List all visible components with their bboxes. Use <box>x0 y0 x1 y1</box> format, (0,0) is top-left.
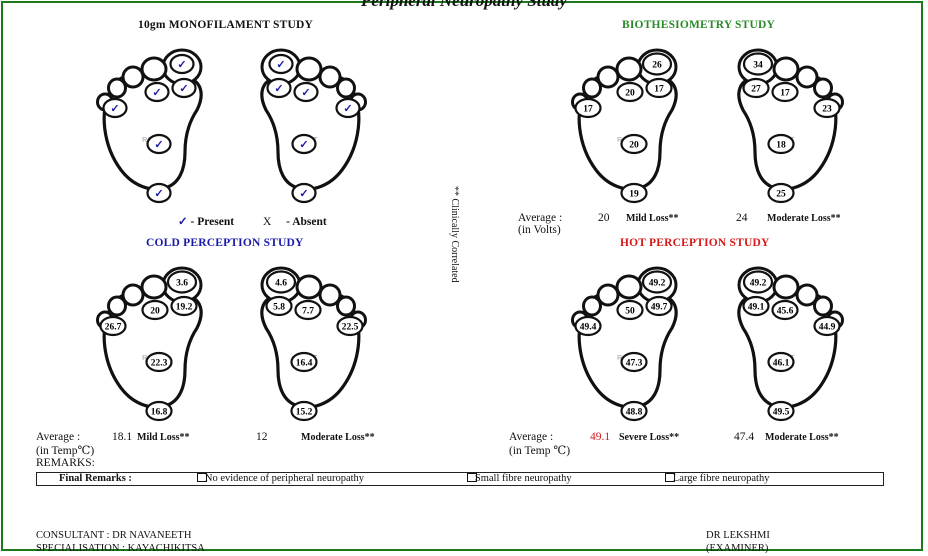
cold-left-status: Moderate Loss** <box>301 432 375 443</box>
cold-unit: (in Temp℃) <box>36 443 94 457</box>
toe-outline <box>617 58 641 80</box>
hot-right-heel-value: 48.8 <box>626 408 643 418</box>
cold-right-mid-value: 22.3 <box>151 359 168 369</box>
check-icon: ✓ <box>177 59 186 71</box>
toe-outline <box>142 276 166 298</box>
toe-outline <box>297 58 321 80</box>
bio-left-status: Moderate Loss** <box>767 213 841 224</box>
hot-right-status: Severe Loss** <box>619 432 679 443</box>
hot-left-mid-value: 46.1 <box>773 359 790 369</box>
cold-right-meta-outer-value: 26.7 <box>105 323 122 333</box>
toe-outline <box>109 79 126 97</box>
bio-left-meta-outer-value: 23 <box>822 105 832 115</box>
cold-left-average: 12 <box>256 431 268 443</box>
check-icon: ✓ <box>178 216 188 228</box>
remarks-label: REMARKS: <box>36 457 95 469</box>
hot-right-mid-value: 47.3 <box>626 359 643 369</box>
check-icon: ✓ <box>110 103 119 115</box>
toe-outline <box>815 297 832 315</box>
hot-left-meta-mid-value: 45.6 <box>777 307 794 317</box>
check-icon: ✓ <box>301 87 310 99</box>
absent-legend-label: - Absent <box>286 216 327 228</box>
toe-outline <box>774 58 798 80</box>
cold-right-big-toe-value: 3.6 <box>176 279 188 289</box>
bio-right-big-toe-value: 26 <box>652 61 662 71</box>
hot-right-meta-mid-value: 50 <box>625 307 635 317</box>
absent-symbol: X <box>263 216 271 228</box>
remark-option-no-evidence[interactable]: No evidence of peripheral neuropathy <box>197 473 205 484</box>
bio-right-average: 20 <box>598 212 610 224</box>
bio-right-status: Mild Loss** <box>626 213 679 224</box>
bio-left-meta-mid-value: 17 <box>780 89 790 99</box>
toe-outline <box>297 276 321 298</box>
hot-left-heel-value: 49.5 <box>773 408 790 418</box>
hot-right-toe2-value: 49.7 <box>651 303 668 313</box>
bio-right-heel-value: 19 <box>629 190 639 200</box>
check-icon: ✓ <box>276 59 285 71</box>
hot-right-meta-outer-value: 49.4 <box>580 323 597 333</box>
cold-average-label: Average : <box>36 431 80 443</box>
hot-left-status: Moderate Loss** <box>765 432 839 443</box>
check-icon: ✓ <box>179 83 188 95</box>
hot-left-average: 47.4 <box>734 431 754 443</box>
cold-right-heel-value: 16.8 <box>151 408 168 418</box>
toe-outline <box>142 58 166 80</box>
clinically-correlated-note: ** Clinically Correlated <box>449 186 460 283</box>
bio-left-toe2-value: 27 <box>751 85 761 95</box>
hot-left-big-toe-value: 49.2 <box>750 279 767 289</box>
remark-option-small-fibre[interactable]: Small fibre neuropathy <box>467 473 475 484</box>
bio-left-big-toe-value: 34 <box>753 61 763 71</box>
hot-average-label: Average : <box>509 431 553 443</box>
cold-left-meta-mid-value: 7.7 <box>302 307 314 317</box>
cold-left-toe2-value: 5.8 <box>273 303 285 313</box>
check-icon: ✓ <box>274 83 283 95</box>
toe-outline <box>774 276 798 298</box>
bio-right-toe2-value: 17 <box>654 85 664 95</box>
consultant-line: CONSULTANT : DR NAVANEETH <box>36 530 191 541</box>
hot-right-average: 49.1 <box>590 431 610 443</box>
bio-left-mid-value: 18 <box>776 141 786 151</box>
bio-right-mid-value: 20 <box>629 141 639 151</box>
monofilament-legend: ✓ - Present X - Absent <box>178 214 327 228</box>
cold-right-status: Mild Loss** <box>137 432 190 443</box>
hot-unit: (in Temp ℃) <box>509 443 570 457</box>
toe-outline <box>338 79 355 97</box>
check-icon: ✓ <box>343 103 352 115</box>
toe-outline <box>815 79 832 97</box>
examiner-name: DR LEKSHMI <box>706 530 770 541</box>
bio-unit: (in Volts) <box>518 224 561 236</box>
toe-outline <box>584 79 601 97</box>
hot-right-big-toe-value: 49.2 <box>649 279 666 289</box>
bio-right-meta-mid-value: 20 <box>625 89 635 99</box>
bio-right-meta-outer-value: 17 <box>583 105 593 115</box>
cold-left-meta-outer-value: 22.5 <box>342 323 359 333</box>
bio-average-label: Average : <box>518 212 562 224</box>
specialisation-line: SPECIALISATION : KAYACHIKITSA <box>36 543 205 554</box>
toe-outline <box>109 297 126 315</box>
cold-left-mid-value: 16.4 <box>296 359 313 369</box>
present-legend-label: - Present <box>191 216 235 228</box>
check-icon: ✓ <box>299 188 308 200</box>
cold-right-average: 18.1 <box>112 431 132 443</box>
cold-right-toe2-value: 19.2 <box>176 303 193 313</box>
cold-right-meta-mid-value: 20 <box>150 307 160 317</box>
final-remarks-box: Final Remarks : No evidence of periphera… <box>36 472 884 486</box>
check-icon: ✓ <box>299 139 308 151</box>
toe-outline <box>338 297 355 315</box>
bio-left-average: 24 <box>736 212 748 224</box>
final-remarks-label: Final Remarks : <box>59 473 132 484</box>
cold-left-heel-value: 15.2 <box>296 408 313 418</box>
hot-left-meta-outer-value: 44.9 <box>819 323 836 333</box>
check-icon: ✓ <box>154 139 163 151</box>
bio-left-heel-value: 25 <box>776 190 786 200</box>
examiner-role: (EXAMINER) <box>706 543 768 554</box>
check-icon: ✓ <box>152 87 161 99</box>
check-icon: ✓ <box>154 188 163 200</box>
cold-left-big-toe-value: 4.6 <box>275 279 287 289</box>
remark-option-large-fibre[interactable]: Large fibre neuropathy <box>665 473 673 484</box>
toe-outline <box>617 276 641 298</box>
toe-outline <box>584 297 601 315</box>
hot-left-toe2-value: 49.1 <box>748 303 765 313</box>
